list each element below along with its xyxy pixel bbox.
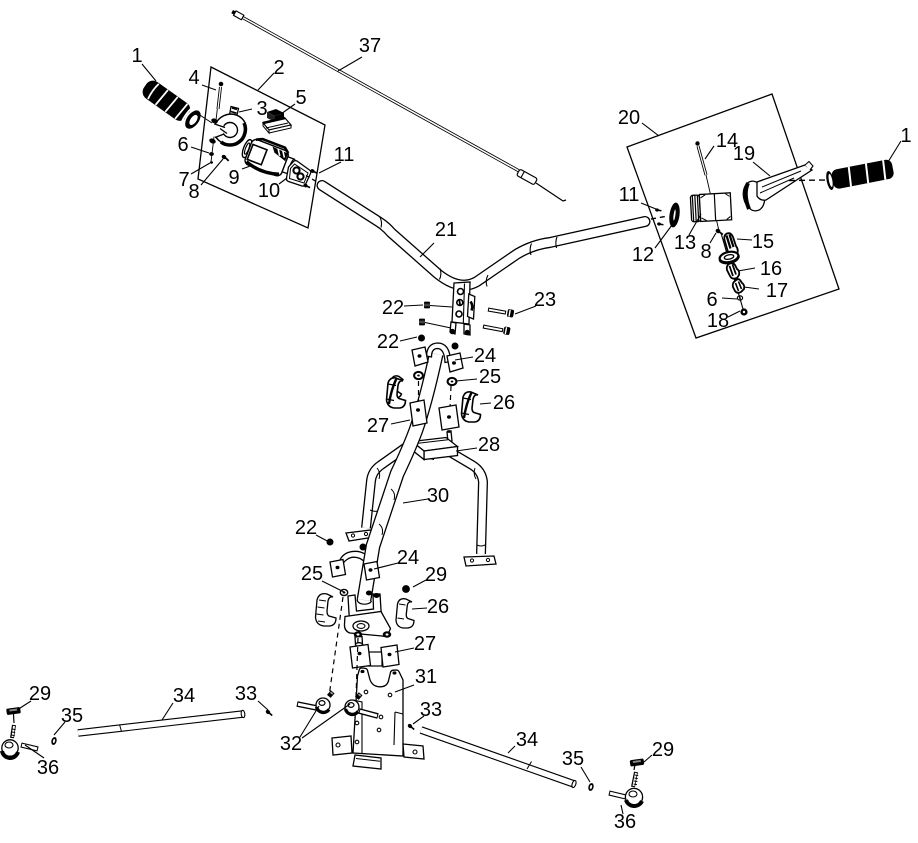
svg-text:26: 26 xyxy=(493,392,515,414)
svg-text:26: 26 xyxy=(427,596,449,618)
svg-text:22: 22 xyxy=(295,517,317,539)
svg-text:23: 23 xyxy=(534,289,556,311)
svg-text:27: 27 xyxy=(367,415,389,437)
svg-text:8: 8 xyxy=(188,181,199,203)
svg-text:11: 11 xyxy=(619,184,640,206)
svg-text:4: 4 xyxy=(188,67,199,89)
svg-text:30: 30 xyxy=(427,485,449,507)
svg-text:3: 3 xyxy=(256,98,267,120)
svg-text:33: 33 xyxy=(235,683,257,705)
svg-text:33: 33 xyxy=(420,699,442,721)
svg-text:25: 25 xyxy=(301,563,323,585)
svg-text:29: 29 xyxy=(652,739,674,761)
svg-text:29: 29 xyxy=(29,683,51,705)
svg-text:31: 31 xyxy=(415,666,437,688)
svg-text:22: 22 xyxy=(382,297,404,319)
svg-text:27: 27 xyxy=(414,633,436,655)
svg-text:22: 22 xyxy=(377,331,399,353)
svg-text:1: 1 xyxy=(900,125,911,147)
svg-text:32: 32 xyxy=(280,733,302,755)
svg-text:10: 10 xyxy=(258,180,280,202)
svg-text:12: 12 xyxy=(632,244,654,266)
svg-text:19: 19 xyxy=(733,143,755,165)
svg-text:17: 17 xyxy=(766,280,788,302)
svg-text:5: 5 xyxy=(295,87,306,109)
svg-text:18: 18 xyxy=(707,310,729,332)
svg-text:35: 35 xyxy=(61,705,83,727)
svg-text:8: 8 xyxy=(700,241,711,263)
svg-text:36: 36 xyxy=(614,811,636,833)
svg-text:7: 7 xyxy=(178,169,189,191)
svg-text:15: 15 xyxy=(752,231,774,253)
svg-text:34: 34 xyxy=(516,729,538,751)
svg-text:13: 13 xyxy=(674,232,696,254)
svg-text:36: 36 xyxy=(37,757,59,779)
svg-text:11: 11 xyxy=(334,144,355,166)
svg-text:35: 35 xyxy=(562,748,584,770)
svg-text:24: 24 xyxy=(474,345,496,367)
svg-text:2: 2 xyxy=(273,57,284,79)
svg-text:6: 6 xyxy=(706,289,717,311)
svg-text:28: 28 xyxy=(478,434,500,456)
svg-text:21: 21 xyxy=(435,219,457,241)
svg-text:25: 25 xyxy=(479,366,501,388)
svg-text:14: 14 xyxy=(716,130,738,152)
svg-text:9: 9 xyxy=(228,167,239,189)
svg-text:34: 34 xyxy=(173,685,195,707)
svg-text:1: 1 xyxy=(131,45,142,67)
svg-text:37: 37 xyxy=(359,35,381,57)
svg-text:16: 16 xyxy=(760,258,782,280)
svg-text:24: 24 xyxy=(397,547,419,569)
svg-text:6: 6 xyxy=(177,134,188,156)
svg-text:20: 20 xyxy=(618,107,640,129)
svg-text:29: 29 xyxy=(425,564,447,586)
